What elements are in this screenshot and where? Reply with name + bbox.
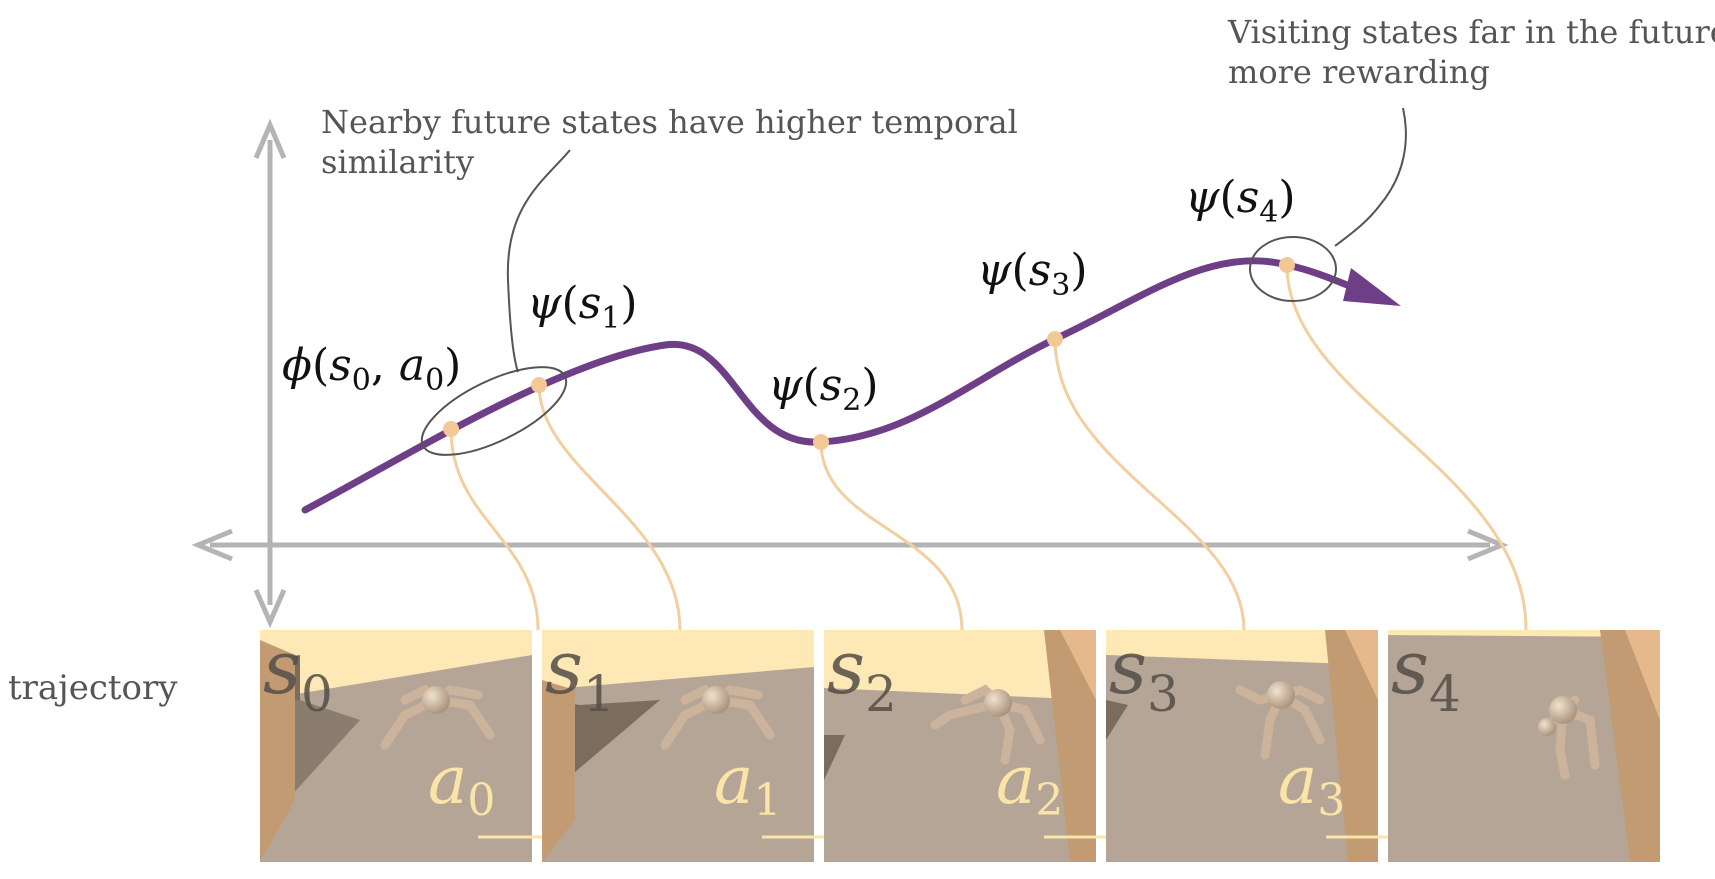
y-axis-up-arrowhead [253,118,287,159]
leader-lines [506,107,1407,373]
connector-2 [819,441,964,631]
point-psi-s2 [813,434,829,450]
x-axis-left-arrowhead [191,528,233,562]
annotation-nearby-line2: similarity [321,143,474,181]
robot-s4 [1538,695,1600,780]
point-phi-s0-a0 [443,421,459,437]
label-psi-s3: ψ(s3) [977,245,1088,303]
nearby-states-ellipse [420,366,568,456]
trajectory-curve [301,257,1379,514]
frame-s3: s3 a3 [1106,625,1378,862]
point-psi-s3 [1047,331,1063,347]
frame-s3-state-label: s3 [1109,625,1179,723]
connector-4 [1285,264,1528,631]
robot-s1 [660,684,775,750]
annotation-far-line1: Visiting states far in the future is [1227,13,1715,51]
robot-s3 [1235,681,1325,760]
far-state-ellipse [1249,236,1337,302]
frame-s0-action-label: a0 [428,742,495,826]
point-psi-s4 [1279,257,1295,273]
connector-1 [537,384,682,631]
label-psi-s2: ψ(s2) [768,360,879,418]
label-psi-s1: ψ(s1) [527,278,638,336]
robot-s2 [930,684,1045,765]
frame-s0-state-label: s0 [263,625,333,723]
frame-s1: s1 a1 [542,625,814,862]
frame-s3-action-label: a3 [1278,742,1345,826]
frame-s2: s2 a2 [824,625,1096,862]
frame-s1-state-label: s1 [545,625,615,723]
frame-s4-state-label: s4 [1391,625,1461,723]
annotation-far-line2: more rewarding [1228,53,1490,91]
connectors [449,264,1528,631]
frame-s2-state-label: s2 [827,625,897,723]
frame-s0: s0 a0 [260,625,532,862]
robot-s0 [380,684,495,750]
label-psi-s4: ψ(s4) [1185,172,1296,230]
trajectory-arrowhead [1343,268,1401,306]
point-psi-s1 [531,377,547,393]
nearby-leader-line [506,149,571,373]
frame-s2-action-label: a2 [996,742,1063,826]
y-axis-down-arrowhead [253,588,287,629]
connector-3 [1053,338,1246,631]
curve-points [443,257,1295,450]
far-leader-line [1334,107,1407,247]
connector-0 [449,428,540,631]
trajectory-label: trajectory [8,668,178,708]
annotation-nearby-line1: Nearby future states have higher tempora… [321,103,1018,141]
frame-s1-action-label: a1 [714,742,781,826]
label-phi-s0-a0: ϕ(s0, a0) [282,340,461,398]
frame-s4: s4 [1388,625,1660,862]
